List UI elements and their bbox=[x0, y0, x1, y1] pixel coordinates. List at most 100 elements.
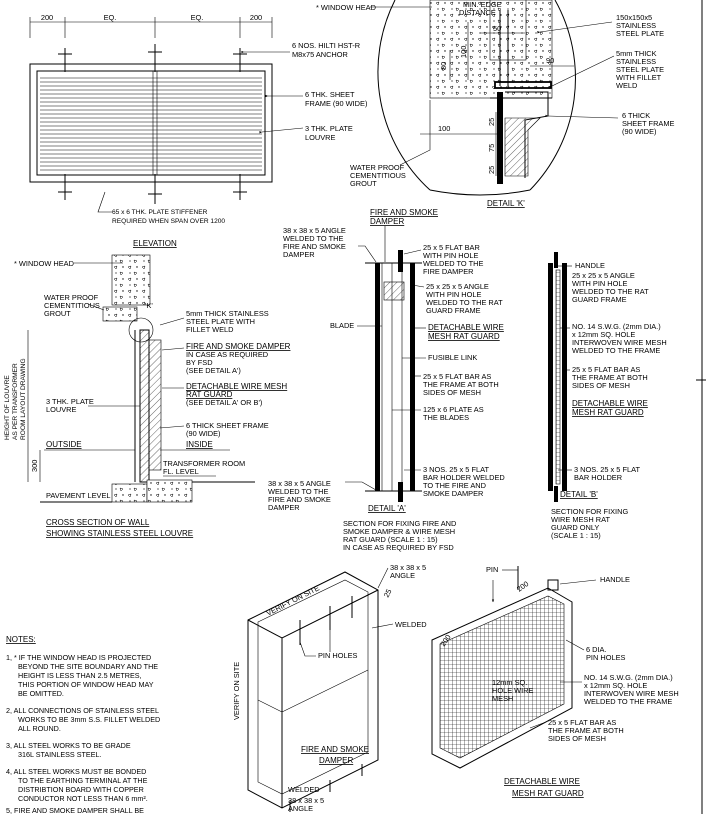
iso-guard-title-2: MESH RAT GUARD bbox=[512, 789, 584, 798]
detail-a-angle-top-2: WELDED TO THE bbox=[283, 234, 343, 243]
detail-b-view: HANDLE 25 x 25 x 5 ANGLE WITH PIN HOLE W… bbox=[548, 252, 667, 540]
section-plate-2: STEEL PLATE WITH bbox=[186, 317, 255, 326]
section-pavement: PAVEMENT LEVEL bbox=[46, 491, 111, 500]
cross-section-view: * WINDOW HEAD WATER PROOF CEMENTITIOUS G… bbox=[4, 254, 291, 538]
elev-dim-1: 200 bbox=[41, 13, 53, 22]
elev-dim-4: 200 bbox=[250, 13, 262, 22]
section-k-mark: 'K' bbox=[145, 301, 153, 310]
detail-a-pin-bar-3: WELDED TO THE bbox=[423, 259, 483, 268]
notes-block: NOTES: 1, * IF THE WINDOW HEAD IS PROJEC… bbox=[6, 635, 160, 814]
detail-a-pin-bar-4: FIRE DAMPER bbox=[423, 267, 474, 276]
elev-louvre-note-1: 3 THK. PLATE bbox=[305, 124, 353, 133]
elevation-title: ELEVATION bbox=[133, 239, 177, 248]
detail-b-frame-3: SIDES OF MESH bbox=[572, 381, 630, 390]
iso-damper-angle-top-1: 38 x 38 x 5 bbox=[390, 563, 426, 572]
elev-frame-note-2: FRAME (90 WIDE) bbox=[305, 99, 367, 108]
elev-dim-3: EQ. bbox=[191, 13, 204, 22]
detail-b-holder-1: 3 NOS. 25 x 5 FLAT bbox=[574, 465, 640, 474]
section-title-2: SHOWING STAINLESS STEEL LOUVRE bbox=[46, 529, 193, 538]
detail-a-angle-top-3: FIRE AND SMOKE bbox=[283, 242, 346, 251]
detail-k-dim-90: 90 bbox=[546, 56, 554, 65]
note-line: WORKS TO BE 3mm S.S. FILLET WELDED bbox=[18, 715, 160, 724]
detail-a-angle-top-1: 38 x 38 x 5 ANGLE bbox=[283, 226, 346, 235]
detail-a-damper-1: FIRE AND SMOKE bbox=[370, 208, 438, 217]
detail-a-angle-bottom-1: 38 x 38 x 5 ANGLE bbox=[268, 479, 331, 488]
detail-k-dim-100v: 100 bbox=[459, 46, 468, 58]
detail-k-dim-75: 75 bbox=[487, 144, 496, 152]
note-line: TO THE EARTHING TERMINAL AT THE bbox=[18, 776, 148, 785]
iso-damper-angle-bottom-1: 38 x 38 x 5 bbox=[288, 796, 324, 805]
detail-k-view: * WINDOW HEAD MIN. EDGE DISTANCE 50 100 … bbox=[316, 0, 674, 208]
detail-a-angle-bottom-4: DAMPER bbox=[268, 503, 300, 512]
detail-k-weld-3: STEEL PLATE bbox=[616, 65, 664, 74]
iso-damper-title-2: DAMPER bbox=[319, 756, 353, 765]
detail-a-angle-pin-4: GUARD FRAME bbox=[426, 306, 481, 315]
detail-b-angle-4: GUARD FRAME bbox=[572, 295, 627, 304]
iso-guard-mesh-3: INTERWOVEN WIRE MESH bbox=[584, 689, 679, 698]
iso-damper-welded-2: WELDED bbox=[288, 785, 320, 794]
section-window-head: * WINDOW HEAD bbox=[14, 259, 74, 268]
detail-a-pin-bar-2: WITH PIN HOLE bbox=[423, 251, 479, 260]
section-room-level-2: FL. LEVEL bbox=[163, 467, 199, 476]
section-louvre-1: 3 THK. PLATE bbox=[46, 397, 94, 406]
section-dim-300: 300 bbox=[30, 460, 39, 472]
section-grout-3: GROUT bbox=[44, 309, 71, 318]
detail-a-holder-3: TO THE FIRE AND bbox=[423, 481, 486, 490]
detail-k-dim-100h: 100 bbox=[438, 124, 450, 133]
iso-guard-hole-1: 12mm SQ. bbox=[492, 678, 527, 687]
detail-k-frame-3: (90 WIDE) bbox=[622, 127, 657, 136]
detail-b-caption-1: SECTION FOR FIXING bbox=[551, 507, 628, 516]
elevation-louvre-blades bbox=[40, 71, 262, 175]
detail-b-handle: HANDLE bbox=[575, 261, 605, 270]
detail-b-angle-3: WELDED TO THE RAT bbox=[572, 287, 649, 296]
iso-guard-hole-2: HOLE WIRE bbox=[492, 686, 534, 695]
detail-b-mesh-1: NO. 14 S.W.G. (2mm DIA.) bbox=[572, 322, 661, 331]
detail-a-holder-2: BAR HOLDER WELDED bbox=[423, 473, 505, 482]
detail-k-weld-4: WITH FILLET bbox=[616, 73, 662, 82]
detail-k-dim-50: 50 bbox=[493, 24, 501, 33]
iso-guard-pin-holes-2: PIN HOLES bbox=[586, 653, 625, 662]
section-guard-title-2: RAT GUARD bbox=[186, 390, 233, 399]
elevation-anchors bbox=[58, 44, 247, 204]
detail-k-frame-2: SHEET FRAME bbox=[622, 119, 674, 128]
note-2: 2, ALL CONNECTIONS OF STAINLESS STEEL WO… bbox=[6, 706, 160, 733]
detail-k-weld-1: 5mm THICK bbox=[616, 49, 657, 58]
iso-guard-frame-1: 25 x 5 FLAT BAR AS bbox=[548, 718, 616, 727]
detail-k-weld-5: WELD bbox=[616, 81, 637, 90]
note-line: DISTRIBTION BOARD WITH COPPER bbox=[18, 785, 144, 794]
iso-damper-angle-top-2: ANGLE bbox=[390, 571, 415, 580]
iso-guard-mesh-4: WELDED TO THE FRAME bbox=[584, 697, 672, 706]
detail-a-guard-1: DETACHABLE WIRE bbox=[428, 323, 504, 332]
note-line: THIS PORTION OF WINDOW HEAD MAY bbox=[18, 680, 154, 689]
elev-anchor-note-1: 6 NOS. HILTI HST-R bbox=[292, 41, 360, 50]
iso-guard-hole-3: MESH bbox=[492, 694, 513, 703]
section-height-1: HEIGHT OF LOUVRE bbox=[4, 375, 11, 440]
note-line: 316L STAINLESS STEEL. bbox=[18, 750, 102, 759]
note-4: 4, ALL STEEL WORKS MUST BE BONDED TO THE… bbox=[6, 767, 148, 803]
detail-b-angle-2: WITH PIN HOLE bbox=[572, 279, 628, 288]
elev-anchor-note-2: M8x75 ANCHOR bbox=[292, 50, 348, 59]
section-louvre-2: LOUVRE bbox=[46, 405, 76, 414]
detail-a-holder-4: SMOKE DAMPER bbox=[423, 489, 483, 498]
iso-damper-title-1: FIRE AND SMOKE bbox=[301, 745, 369, 754]
section-grout-2: CEMENTITIOUS bbox=[44, 301, 100, 310]
note-line: BE OMITTED. bbox=[18, 689, 64, 698]
detail-b-caption-2: WIRE MESH RAT bbox=[551, 515, 610, 524]
note-line: 4, ALL STEEL WORKS MUST BE BONDED bbox=[6, 767, 146, 776]
detail-a-holder-1: 3 NOS. 25 x 5 FLAT bbox=[423, 465, 489, 474]
elevation-view: 200 EQ. EQ. 200 6 NOS. HILTI HST-R M8x75… bbox=[29, 13, 367, 248]
note-5: 5, FIRE AND SMOKE DAMPER SHALL BE bbox=[6, 806, 144, 814]
note-line: BEYOND THE SITE BOUNDARY AND THE bbox=[18, 662, 158, 671]
iso-guard-pin: PIN bbox=[486, 565, 498, 574]
detail-b-guard-1: DETACHABLE WIRE bbox=[572, 399, 648, 408]
detail-k-grout-2: CEMENTITIOUS bbox=[350, 171, 406, 180]
detail-a-caption-3: RAT GUARD (SCALE 1 : 15) bbox=[343, 535, 438, 544]
section-grout-1: WATER PROOF bbox=[44, 293, 99, 302]
detail-b-mesh-4: WELDED TO THE FRAME bbox=[572, 346, 660, 355]
iso-guard-title-1: DETACHABLE WIRE bbox=[504, 777, 580, 786]
elev-dim-2: EQ. bbox=[104, 13, 117, 22]
detail-a-caption-4: IN CASE AS REQUIRED BY FSD bbox=[343, 543, 454, 552]
detail-a-title: DETAIL 'A' bbox=[368, 504, 406, 513]
detail-b-caption-3: GUARD ONLY bbox=[551, 523, 599, 532]
